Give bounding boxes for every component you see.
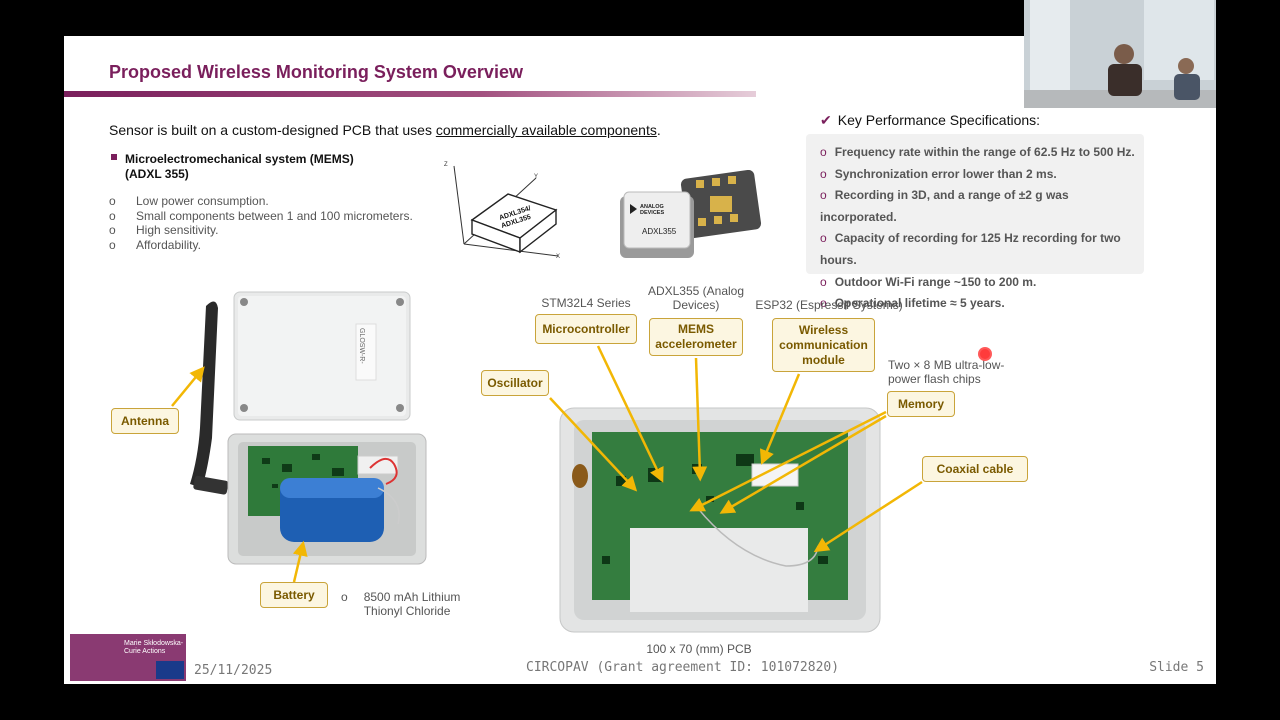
intro-link[interactable]: commercially available components bbox=[435, 122, 657, 138]
circle-bullet-icon: o bbox=[820, 166, 827, 181]
checkmark-icon: ✔ bbox=[820, 112, 832, 128]
logo-text: Marie Skłodowska-Curie Actions bbox=[124, 640, 184, 655]
circle-bullet-icon: o bbox=[820, 145, 827, 159]
laser-pointer-dot bbox=[978, 347, 992, 361]
callout-arrows bbox=[171, 345, 923, 583]
circle-bullet-icon: o bbox=[820, 274, 827, 289]
msca-logo: Marie Skłodowska-Curie Actions bbox=[70, 634, 186, 681]
intro-text: Sensor is built on a custom-designed PCB… bbox=[109, 122, 661, 138]
wireless-module-callout: Wireless communication module bbox=[772, 318, 875, 372]
microcontroller-callout: Microcontroller bbox=[535, 314, 637, 344]
chip-brand-line2: DEVICES bbox=[640, 210, 664, 216]
esp32-note: ESP32 (Espressif Systems) bbox=[755, 298, 903, 312]
antenna-callout: Antenna bbox=[111, 408, 179, 434]
enclosure-lid-label: GLOSW-R- bbox=[358, 328, 365, 364]
memory-callout: Memory bbox=[887, 391, 955, 417]
mems-heading: Microelectromechanical system (MEMS) (AD… bbox=[111, 152, 354, 182]
eu-flag-icon bbox=[156, 661, 184, 679]
circle-bullet-icon: o bbox=[109, 237, 116, 252]
square-bullet-icon bbox=[111, 154, 117, 160]
webcam-video-feed[interactable] bbox=[1024, 0, 1216, 108]
footer-grant: CIRCOPAV (Grant agreement ID: 101072820) bbox=[526, 660, 840, 675]
axis-z-label: Z bbox=[444, 162, 448, 168]
circle-bullet-icon: o bbox=[820, 231, 827, 246]
mems-heading-line1: Microelectromechanical system (MEMS) bbox=[125, 152, 354, 166]
circle-bullet-icon: o bbox=[820, 296, 827, 311]
webcam-image bbox=[1024, 0, 1216, 108]
specs-heading: ✔Key Performance Specifications: bbox=[820, 112, 1041, 128]
adxl355-note: ADXL355 (Analog Devices) bbox=[647, 284, 745, 312]
battery-callout: Battery bbox=[260, 582, 328, 608]
chip-diagram: Z X Y ADXL354/ ADXL355 bbox=[444, 162, 560, 260]
intro-prefix: Sensor is built on a custom-designed PCB… bbox=[109, 122, 436, 138]
chip-brand-line1: ANALOG bbox=[640, 204, 664, 210]
memory-spec-note: Two × 8 MB ultra-low-power flash chips bbox=[888, 358, 1005, 386]
mems-heading-line2: (ADXL 355) bbox=[125, 167, 189, 181]
intro-suffix: . bbox=[656, 122, 661, 138]
axis-y-label: Y bbox=[534, 174, 538, 180]
footer-date: 25/11/2025 bbox=[194, 663, 273, 678]
adxl355-chip-photo: ANALOG DEVICES ADXL355 bbox=[620, 170, 762, 258]
circle-bullet-icon: o bbox=[341, 590, 348, 604]
title-underline-bar bbox=[64, 91, 756, 97]
circle-bullet-icon: o bbox=[109, 194, 116, 208]
sensor-device-photo: GLOSW-R- bbox=[190, 291, 427, 565]
coaxial-cable-callout: Coaxial cable bbox=[922, 456, 1028, 482]
mems-accelerometer-callout: MEMS accelerometer bbox=[649, 318, 743, 356]
circle-bullet-icon: o bbox=[109, 223, 116, 237]
pcb-size-note: 100 x 70 (mm) PCB bbox=[646, 642, 752, 656]
chip-photo-label: ADXL355 bbox=[642, 227, 677, 236]
slide: Proposed Wireless Monitoring System Over… bbox=[64, 36, 1216, 684]
oscillator-callout: Oscillator bbox=[481, 370, 549, 396]
slide-title: Proposed Wireless Monitoring System Over… bbox=[109, 62, 523, 82]
slide-number: Slide 5 bbox=[1149, 660, 1204, 675]
stm32-note: STM32L4 Series bbox=[541, 296, 631, 310]
circle-bullet-icon: o bbox=[820, 188, 827, 203]
circle-bullet-icon: o bbox=[109, 208, 116, 223]
axis-x-label: X bbox=[556, 254, 560, 260]
